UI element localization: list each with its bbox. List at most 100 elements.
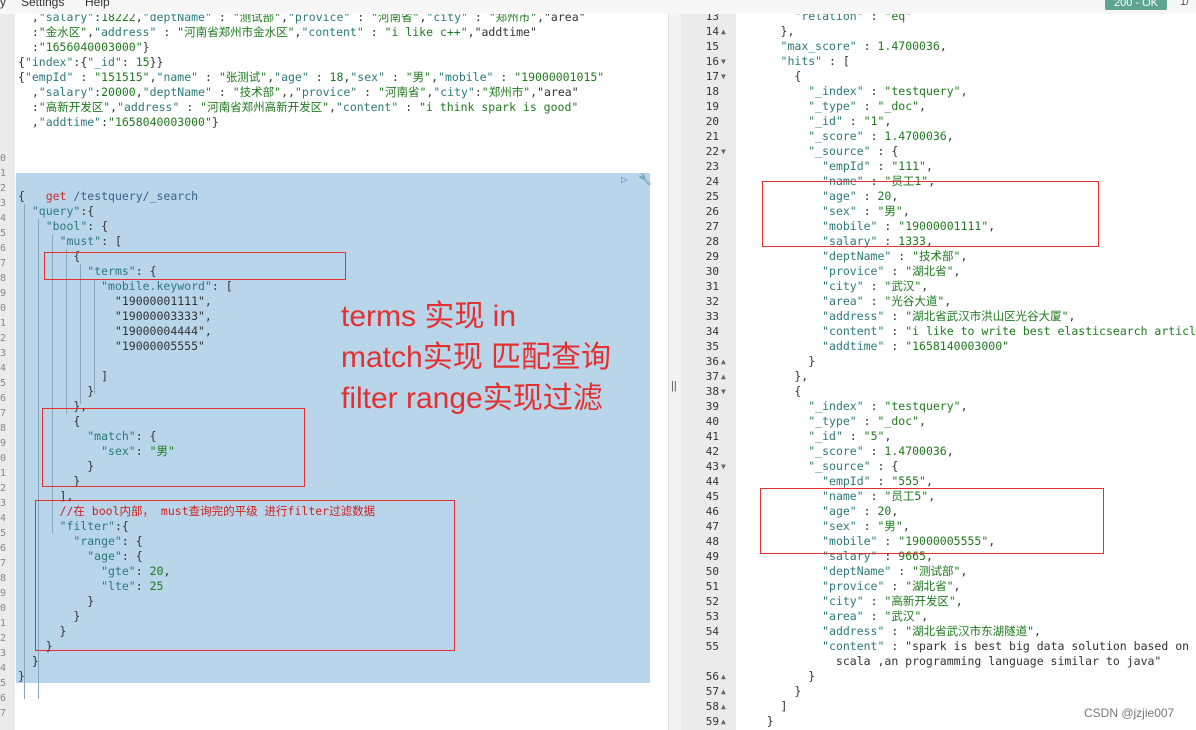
- request-line[interactable]: "19000005555": [18, 339, 205, 353]
- request-line[interactable]: "lte": 25: [101, 579, 164, 593]
- fold-close-icon[interactable]: ▲: [721, 672, 726, 681]
- gutter-line-number: 8: [0, 273, 7, 284]
- response-line-number: 34: [705, 325, 719, 338]
- response-line-number: 45: [705, 490, 719, 503]
- response-line: "sex" : "男",: [822, 519, 910, 533]
- pane-divider[interactable]: ||: [668, 14, 682, 730]
- response-gutter: [681, 14, 736, 730]
- bulk-line[interactable]: :"1656040003000"}: [18, 40, 150, 54]
- request-line[interactable]: {: [18, 414, 81, 428]
- request-line-method[interactable]: get /testquery/_search: [18, 174, 198, 203]
- fold-close-icon[interactable]: ▲: [721, 687, 726, 696]
- bulk-line[interactable]: ,"salary":18222,"deptName" : "测试部","prov…: [18, 14, 586, 24]
- request-line[interactable]: },: [18, 399, 88, 413]
- bulk-line[interactable]: {"index":{"_id": 15}}: [18, 55, 164, 69]
- gutter-line-number: 7: [0, 708, 7, 719]
- indent-guide: [38, 219, 39, 699]
- response-line-number: 22: [705, 145, 719, 158]
- request-line[interactable]: }: [18, 594, 95, 608]
- request-line[interactable]: "mobile.keyword": [: [101, 279, 233, 293]
- response-line-number: 50: [705, 565, 719, 578]
- response-line-number: 54: [705, 625, 719, 638]
- fold-open-icon[interactable]: ▼: [721, 72, 726, 81]
- response-line: "provice" : "湖北省",: [822, 264, 961, 278]
- fold-open-icon[interactable]: ▼: [721, 147, 726, 156]
- response-line-number: 30: [705, 265, 719, 278]
- request-line[interactable]: {: [18, 249, 81, 263]
- wrench-icon[interactable]: 🔧: [638, 173, 652, 186]
- response-line-number: 48: [705, 535, 719, 548]
- bulk-line[interactable]: ,"salary":20000,"deptName" : "技术部",,"pro…: [18, 85, 579, 99]
- bulk-line[interactable]: :"金水区","address" : "河南省郑州市金水区","content"…: [18, 25, 537, 39]
- request-line[interactable]: }: [18, 654, 39, 668]
- response-line-number: 37: [705, 370, 719, 383]
- request-line[interactable]: }: [18, 624, 67, 638]
- response-line: "_index" : "testquery",: [808, 399, 968, 413]
- menu-item-history[interactable]: y: [0, 0, 6, 9]
- annotation-filter: filter range实现过滤: [341, 382, 603, 415]
- menu-item-settings[interactable]: Settings: [21, 0, 65, 9]
- response-line-number: 36: [705, 355, 719, 368]
- response-line: "empId" : "555",: [822, 474, 933, 488]
- response-line: {: [739, 384, 802, 398]
- gutter-line-number: 5: [0, 528, 7, 539]
- request-line[interactable]: "19000003333",: [18, 309, 212, 323]
- response-line-number: 52: [705, 595, 719, 608]
- request-line[interactable]: {: [18, 189, 25, 203]
- selected-request-block[interactable]: [16, 173, 650, 683]
- fold-close-icon[interactable]: ▲: [721, 372, 726, 381]
- request-line[interactable]: "age": {: [87, 549, 143, 563]
- request-line[interactable]: ]: [18, 369, 109, 383]
- request-line[interactable]: "range": {: [73, 534, 143, 548]
- request-line[interactable]: //在 bool内部， must查询完的平级 进行filter过滤数据: [18, 504, 376, 518]
- fold-close-icon[interactable]: ▲: [721, 702, 726, 711]
- gutter-line-number: 2: [0, 483, 7, 494]
- menu-item-help[interactable]: Help: [85, 0, 110, 9]
- request-line[interactable]: "19000001111",: [18, 294, 212, 308]
- request-line[interactable]: "19000004444",: [18, 324, 212, 338]
- indent-guide: [94, 279, 95, 394]
- response-line: "salary" : 9665,: [822, 549, 933, 563]
- fold-open-icon[interactable]: ▼: [721, 387, 726, 396]
- fold-open-icon[interactable]: ▼: [721, 57, 726, 66]
- request-line[interactable]: }: [18, 609, 81, 623]
- fold-close-icon[interactable]: ▲: [721, 27, 726, 36]
- fold-close-icon[interactable]: ▲: [721, 717, 726, 726]
- response-line-number: 16: [705, 55, 719, 68]
- bulk-line[interactable]: :"高新开发区","address" : "河南省郑州高新开发区","conte…: [18, 100, 579, 114]
- request-line[interactable]: "bool": {: [45, 219, 109, 233]
- response-line-number: 47: [705, 520, 719, 533]
- request-line[interactable]: }: [18, 639, 53, 653]
- request-line[interactable]: }: [18, 669, 25, 683]
- request-line[interactable]: "terms": {: [87, 264, 157, 278]
- indent-guide: [24, 204, 25, 699]
- request-line[interactable]: "filter":{: [59, 519, 129, 533]
- request-line[interactable]: "must": [: [59, 234, 122, 248]
- request-line[interactable]: "match": {: [87, 429, 157, 443]
- gutter-line-number: [0, 136, 15, 151]
- gutter-line-number: 3: [0, 198, 7, 209]
- request-line[interactable]: }: [18, 474, 81, 488]
- bulk-line[interactable]: {"empId" : "151515","name" : "张测试","age"…: [18, 70, 605, 84]
- response-line-number: 29: [705, 250, 719, 263]
- response-line-number: 13: [705, 14, 719, 23]
- response-line: "content" : "spark is best big data solu…: [822, 639, 1190, 653]
- fold-open-icon[interactable]: ▼: [721, 462, 726, 471]
- request-line[interactable]: "query":{: [31, 204, 95, 218]
- play-icon[interactable]: ▷: [621, 173, 628, 186]
- request-line[interactable]: ],: [18, 489, 74, 503]
- response-line-number: 20: [705, 115, 719, 128]
- bulk-line[interactable]: ,"addtime":"1658040003000"}: [18, 115, 219, 129]
- request-line[interactable]: }: [18, 384, 95, 398]
- request-line[interactable]: "sex": "男": [101, 444, 175, 458]
- divider-handle-icon[interactable]: ||: [671, 380, 677, 392]
- gutter-line-number: 0: [0, 303, 7, 314]
- response-line: "_id" : "1",: [808, 114, 892, 128]
- fold-close-icon[interactable]: ▲: [721, 357, 726, 366]
- gutter-line-number: 1: [0, 318, 7, 329]
- request-line[interactable]: }: [18, 459, 95, 473]
- gutter-line-number: 4: [0, 213, 7, 224]
- request-line[interactable]: "gte": 20,: [101, 564, 171, 578]
